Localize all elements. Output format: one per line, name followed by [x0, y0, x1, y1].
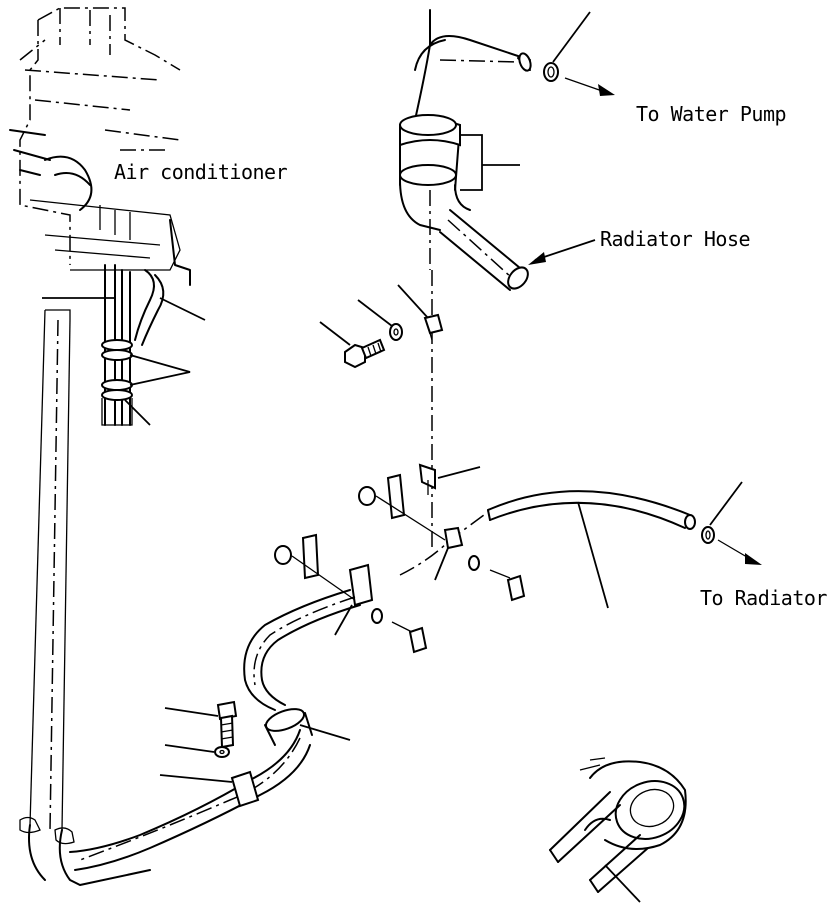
leader-line — [159, 297, 206, 321]
radiator-hose — [439, 209, 529, 291]
radiator-hose-label: Radiator Hose — [600, 227, 751, 251]
washer-lower — [214, 746, 230, 758]
ac-hose-bundle — [101, 264, 165, 426]
water-pump-clamp — [543, 62, 559, 82]
to-water-pump-arrowhead — [598, 84, 615, 96]
leader-line — [159, 774, 233, 783]
ac-drain-pipe — [29, 309, 71, 831]
mounting-bracket-lower — [274, 533, 374, 607]
leader-line — [604, 864, 641, 903]
radiator-return-hose — [399, 490, 691, 576]
clip-middle — [418, 463, 436, 495]
leader-line — [164, 744, 215, 753]
lower-hose — [19, 589, 361, 886]
leader-line — [434, 547, 449, 581]
leader-line — [124, 399, 151, 426]
leader-line — [164, 707, 219, 717]
lower-hose-sleeve — [264, 708, 313, 746]
leader-line — [334, 604, 353, 636]
to-water-pump-arrow — [564, 77, 606, 93]
bracket-leader — [460, 134, 520, 191]
hose-clamp-detail — [549, 757, 687, 893]
leader-line — [397, 284, 429, 319]
mounting-bracket-upper — [358, 473, 464, 550]
nut-set-upper — [468, 555, 526, 602]
bolt-lower — [216, 700, 238, 749]
leader-line — [319, 321, 351, 346]
to-radiator-arrowhead — [745, 553, 762, 565]
radiator-hose-clamp — [684, 514, 715, 544]
washer-upper — [389, 323, 403, 341]
to-water-pump-label: To Water Pump — [636, 102, 787, 126]
leader-line — [709, 481, 743, 526]
radiator-hose-arrowhead — [528, 252, 546, 265]
hose-coupling — [399, 114, 471, 270]
radiator-hose-main-leader — [577, 501, 609, 609]
leader-line — [437, 466, 481, 479]
leader-line — [299, 724, 351, 741]
clamp-lower — [230, 770, 260, 808]
nut-set-lower — [371, 608, 428, 654]
water-pump-hose — [414, 9, 532, 121]
leader-line — [552, 11, 591, 63]
clip-upper — [423, 313, 444, 341]
leader-line — [357, 299, 393, 327]
air-conditioner-label: Air conditioner — [114, 160, 288, 184]
to-radiator-label: To Radiator — [700, 586, 827, 610]
air-conditioner-unit — [9, 7, 191, 286]
leader-line — [129, 354, 191, 386]
radiator-hose-leader — [534, 239, 596, 261]
bolt-upper — [344, 338, 386, 369]
